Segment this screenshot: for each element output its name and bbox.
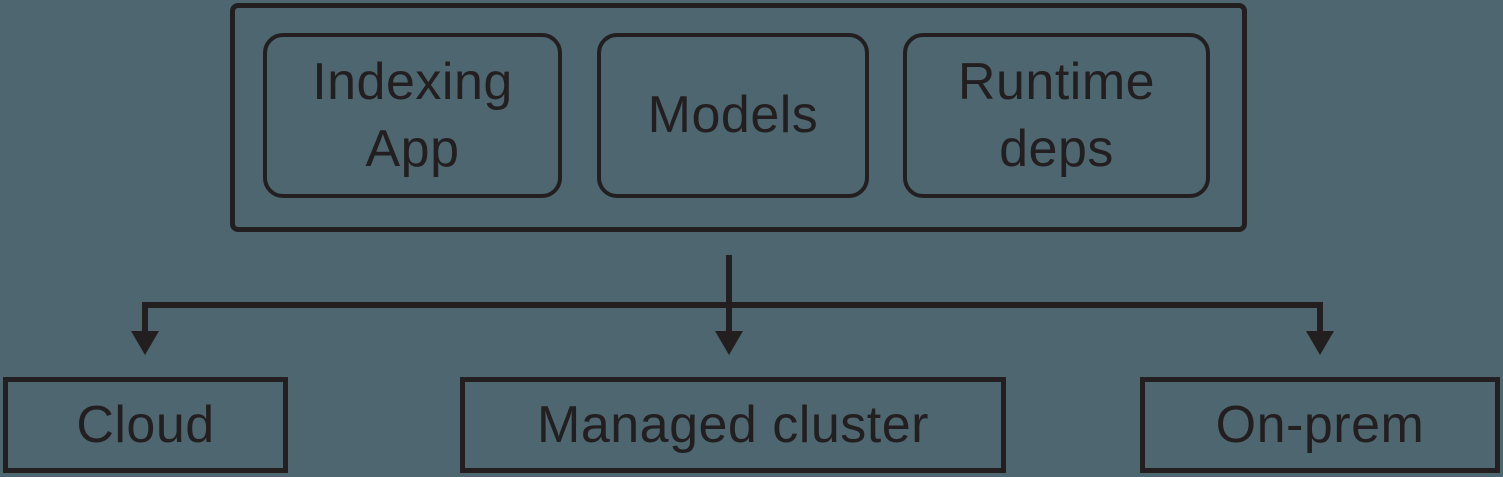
node-indexing-app: Indexing App (263, 33, 562, 198)
node-runtime-deps-label: Runtime deps (957, 52, 1156, 178)
node-models: Models (597, 33, 869, 198)
node-managed-cluster-label: Managed cluster (537, 395, 929, 454)
node-managed-cluster: Managed cluster (460, 377, 1006, 473)
node-on-prem-label: On-prem (1215, 395, 1425, 454)
distribution-line (142, 302, 1323, 332)
node-indexing-app-label: Indexing App (312, 52, 513, 178)
arrowhead-to-managed-cluster-icon (715, 331, 743, 355)
node-cloud: Cloud (3, 377, 288, 473)
node-cloud-label: Cloud (76, 395, 215, 454)
package-group-box: Indexing App Models Runtime deps (230, 3, 1247, 232)
node-on-prem: On-prem (1140, 377, 1500, 473)
node-runtime-deps: Runtime deps (903, 33, 1210, 198)
arrowhead-to-on-prem-icon (1306, 331, 1334, 355)
node-models-label: Models (647, 86, 819, 145)
arrowhead-to-cloud-icon (131, 331, 159, 355)
